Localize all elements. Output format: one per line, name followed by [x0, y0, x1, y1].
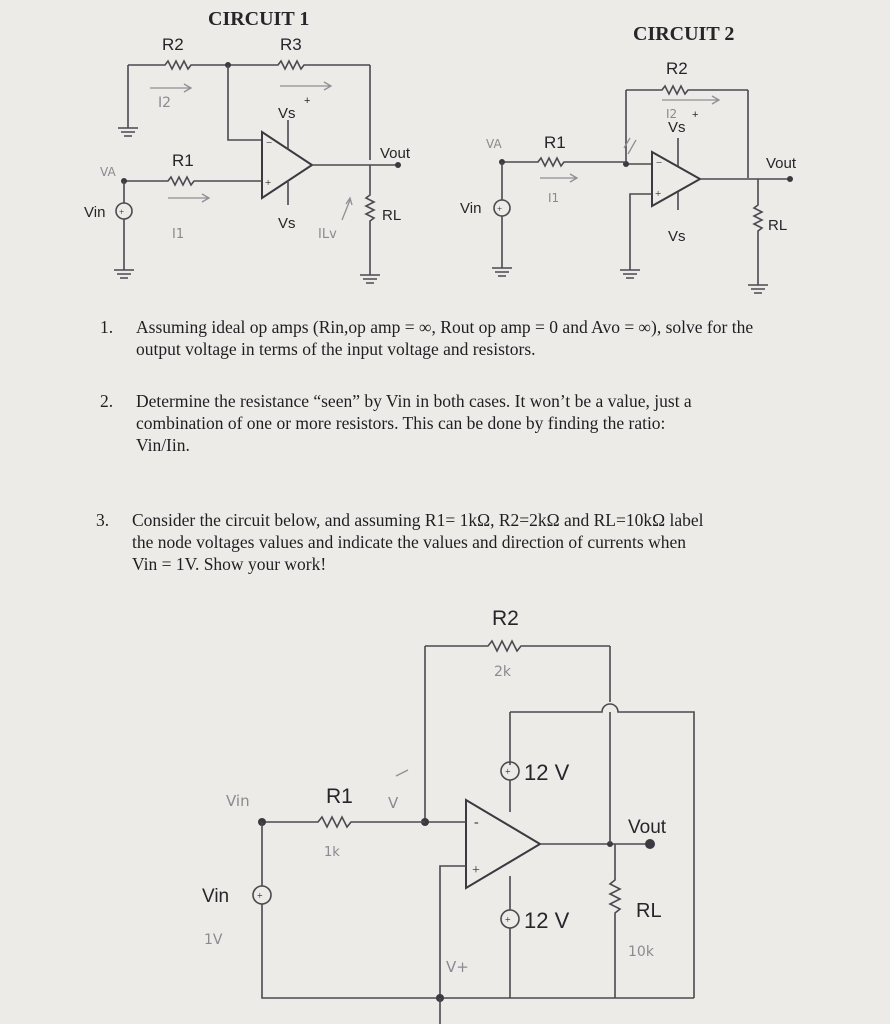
c3-pen-1v: 1V	[204, 932, 223, 948]
c3-vin: Vin	[202, 886, 229, 907]
question-3-line-2: the node voltages values and indicate th…	[132, 532, 686, 552]
circuit-1: CIRCUIT 1 R2 R3 − + Vs + Vs Vout RL R1	[84, 8, 411, 284]
circuit-2: CIRCUIT 2 R2 − + Vs + Vs Vout RL R1 +	[460, 23, 797, 294]
c1-vs-minus: Vs	[278, 215, 296, 232]
svg-text:+: +	[505, 767, 511, 778]
c2-r1-resistor	[502, 156, 626, 168]
svg-text:+: +	[304, 95, 310, 107]
c1-rl-resistor	[364, 165, 376, 275]
c3-r2-resistor	[425, 639, 610, 653]
c1-r3-resistor	[228, 59, 370, 71]
c3-r1-resistor	[262, 815, 425, 829]
c3-pen-vin: Vin	[226, 792, 250, 810]
c3-supply-top-label: 12 V	[524, 760, 570, 785]
svg-text:−: −	[656, 157, 662, 169]
c3-pen-1k: 1k	[324, 845, 340, 860]
circuit-2-title: CIRCUIT 2	[633, 23, 734, 45]
c2-r2-label: R2	[666, 59, 688, 78]
c1-opamp	[261, 130, 314, 200]
c1-vs-plus: Vs	[278, 105, 296, 122]
svg-text:-: -	[474, 815, 479, 830]
question-2-line-3: Vin/Iin.	[136, 435, 190, 455]
c1-pen-va: VA	[100, 165, 116, 179]
svg-text:+: +	[655, 188, 661, 200]
c1-r2-label: R2	[162, 35, 184, 54]
c2-pen-i2: I2	[666, 107, 677, 121]
question-2-line-2: combination of one or more resistors. Th…	[136, 413, 666, 433]
question-1-line-1: Assuming ideal op amps (Rin,op amp = ∞, …	[136, 317, 754, 337]
svg-text:+: +	[505, 915, 511, 926]
c1-vin: Vin	[84, 204, 105, 221]
c2-vin: Vin	[460, 200, 481, 217]
svg-text:+: +	[265, 177, 271, 189]
circuit-1-title: CIRCUIT 1	[208, 8, 309, 30]
c1-pen-i2: I2	[158, 95, 171, 111]
c2-rl-resistor	[752, 179, 764, 285]
c2-r1-label: R1	[544, 133, 566, 152]
svg-text:+: +	[692, 109, 698, 121]
c3-pen-vplus: V+	[446, 958, 469, 976]
c3-r1-label: R1	[326, 785, 353, 808]
question-2-number: 2.	[100, 391, 114, 411]
c2-pen-va: VA	[486, 137, 502, 151]
c3-supply-bottom-label: 12 V	[524, 908, 570, 933]
c2-opamp	[651, 150, 703, 208]
svg-text:+: +	[472, 863, 480, 878]
c2-vs-minus: Vs	[668, 228, 686, 245]
question-3-number: 3.	[96, 510, 110, 530]
c1-r1-label: R1	[172, 151, 194, 170]
c1-vout: Vout	[380, 145, 411, 162]
c2-vout: Vout	[766, 155, 797, 172]
question-3-line-3: Vin = 1V. Show your work!	[132, 554, 327, 574]
svg-text:+: +	[257, 891, 263, 902]
c2-pen-i1: I1	[548, 191, 559, 205]
c2-rl-label: RL	[768, 217, 787, 234]
question-2-line-1: Determine the resistance “seen” by Vin i…	[136, 391, 692, 411]
question-1-number: 1.	[100, 317, 114, 337]
circuit-3: R2 2k + 12 V - + + 12 V Vout	[202, 607, 695, 1024]
c3-pen-2k: 2k	[494, 664, 512, 680]
c1-r2-resistor	[128, 59, 228, 71]
c1-pen-i1: I1	[172, 227, 184, 242]
c1-pen-ilv: ILv	[318, 227, 337, 242]
question-3-line-1: Consider the circuit below, and assuming…	[132, 510, 704, 530]
c3-pen-10k: 10k	[628, 944, 655, 960]
c1-r3-label: R3	[280, 35, 302, 54]
c3-vout: Vout	[628, 817, 667, 838]
c3-opamp	[465, 798, 542, 890]
question-1-line-2: output voltage in terms of the input vol…	[136, 339, 536, 359]
c2-vs-plus: Vs	[668, 119, 686, 136]
c3-rl-label: RL	[636, 900, 662, 922]
c2-r2-resistor	[626, 84, 748, 96]
c3-pen-v: V	[388, 794, 399, 812]
c3-r2-label: R2	[492, 607, 519, 630]
c1-r1-resistor	[124, 175, 262, 187]
svg-text:+: +	[497, 204, 502, 214]
svg-text:−: −	[266, 137, 272, 149]
svg-text:+: +	[119, 207, 124, 217]
c1-rl-label: RL	[382, 207, 401, 224]
c3-rl-resistor	[608, 844, 622, 998]
